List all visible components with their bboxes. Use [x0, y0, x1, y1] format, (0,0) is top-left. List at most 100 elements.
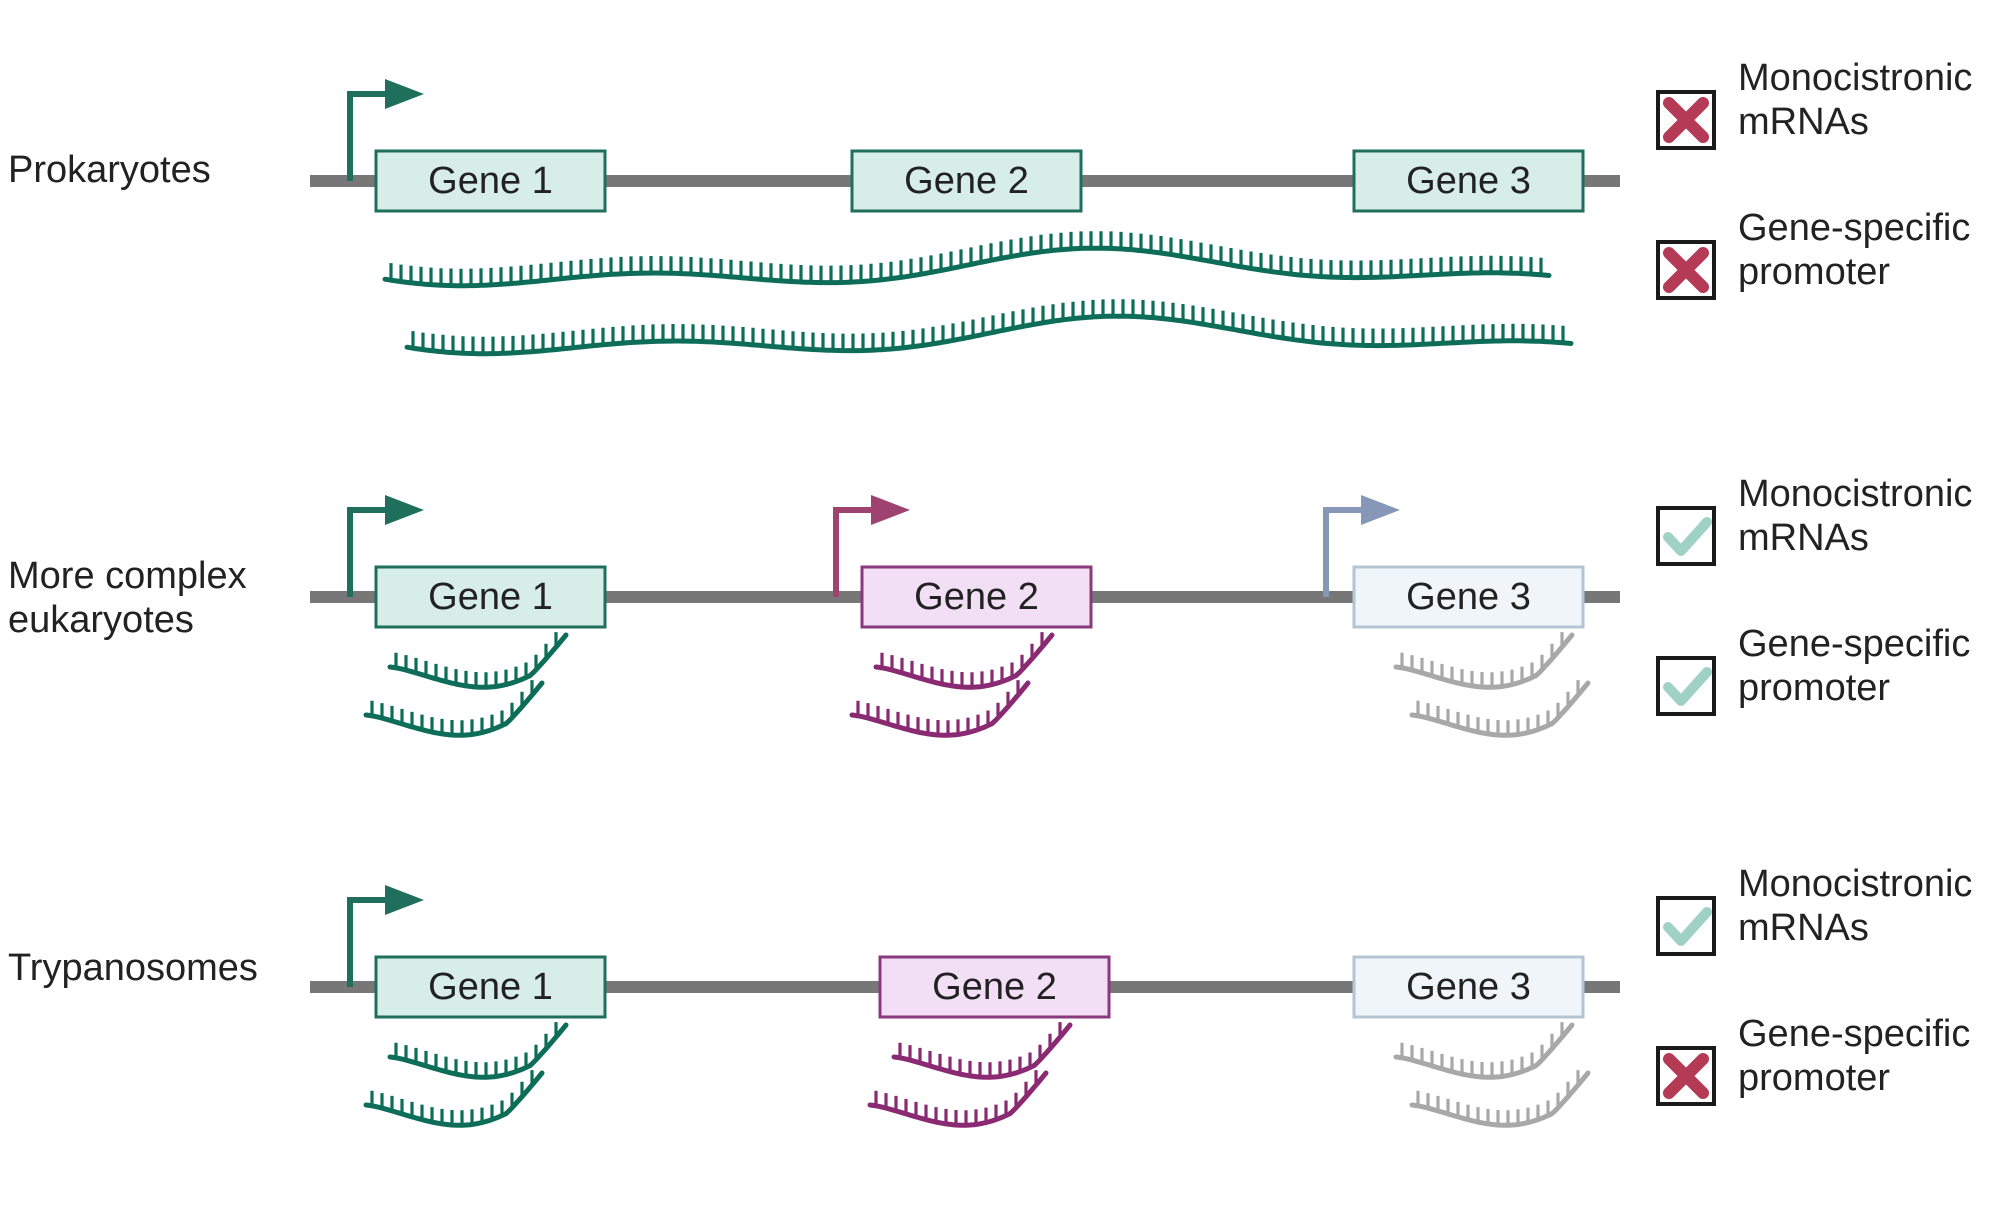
mrna-backbone — [387, 632, 569, 690]
gene-label: Gene 3 — [1406, 966, 1531, 1008]
row-label: Prokaryotes — [8, 149, 211, 191]
mrna-backbone — [1393, 632, 1575, 690]
cross-mark — [1663, 247, 1709, 293]
check-icon — [1656, 506, 1716, 566]
feature-label-line: Monocistronic — [1738, 57, 1972, 99]
monocistronic-mrna — [1409, 1070, 1591, 1128]
mrna-nucleotides — [370, 680, 534, 734]
gene-box: Gene 3 — [1352, 955, 1585, 1019]
gene-box: Gene 3 — [1352, 149, 1585, 213]
gene-label: Gene 3 — [1406, 576, 1531, 618]
gene-label: Gene 1 — [428, 160, 553, 202]
promoter-arrow-icon — [347, 79, 424, 181]
promoter-arrow-icon — [347, 885, 424, 987]
check-icon — [1656, 896, 1716, 956]
feature-label-line: Gene-specific — [1738, 207, 1970, 249]
monocistronic-mrna — [891, 1022, 1073, 1080]
monocistronic-mrna — [873, 632, 1055, 690]
mrna-backbone — [849, 680, 1031, 738]
mrna-backbone — [1409, 1070, 1591, 1128]
mrna-backbone — [363, 1070, 545, 1128]
gene-box: Gene 2 — [860, 565, 1093, 629]
gene-label: Gene 2 — [932, 966, 1057, 1008]
cross-icon — [1656, 1046, 1716, 1106]
promoter-line — [347, 91, 388, 181]
gene-box-rect — [850, 149, 1083, 213]
mrna-nucleotides — [856, 680, 1020, 734]
mrna-backbone — [867, 1070, 1049, 1128]
mrna-nucleotides — [1416, 680, 1580, 734]
promoter-line — [347, 897, 388, 987]
mrna-nucleotides — [389, 231, 1543, 284]
gene-label: Gene 2 — [914, 576, 1039, 618]
feature-label-line: Gene-specific — [1738, 623, 1970, 665]
promoter-line — [833, 507, 874, 597]
monocistronic-mrna — [363, 1070, 545, 1128]
feature-label-line: Monocistronic — [1738, 863, 1972, 905]
gene-box: Gene 2 — [878, 955, 1111, 1019]
promoter-arrowhead — [385, 885, 424, 915]
monocistronic-mrna — [1393, 632, 1575, 690]
check-mark — [1663, 517, 1712, 556]
feature-label-line: mRNAs — [1738, 101, 1869, 143]
mrna-nucleotides — [1400, 1022, 1564, 1076]
row-0: Prokaryotes Gene 1 Gene 2 Gene 3 Monocistron… — [8, 57, 1972, 357]
gene-label: Gene 3 — [1406, 160, 1531, 202]
gene-label: Gene 1 — [428, 576, 553, 618]
promoter-line — [347, 507, 388, 597]
gene-box: Gene 1 — [374, 955, 607, 1019]
mrna-backbone — [1409, 680, 1591, 738]
monocistronic-mrna — [867, 1070, 1049, 1128]
promoter-arrowhead — [1361, 495, 1400, 525]
feature-label-line: promoter — [1738, 667, 1890, 709]
monocistronic-mrna — [387, 632, 569, 690]
feature-label-line: promoter — [1738, 1057, 1890, 1099]
gene-box-rect — [1352, 565, 1585, 629]
monocistronic-mrna — [849, 680, 1031, 738]
gene-box-rect — [878, 955, 1111, 1019]
gene-box-rect — [860, 565, 1093, 629]
feature-label-line: Monocistronic — [1738, 473, 1972, 515]
feature-label-line: mRNAs — [1738, 907, 1869, 949]
gene-label: Gene 2 — [904, 160, 1029, 202]
mrna-nucleotides — [1416, 1070, 1580, 1124]
cross-icon — [1656, 240, 1716, 300]
promoter-arrowhead — [871, 495, 910, 525]
row-label-line: eukaryotes — [8, 599, 194, 641]
check-icon — [1656, 656, 1716, 716]
mrna-nucleotides — [394, 632, 558, 686]
mrna-backbone — [873, 632, 1055, 690]
gene-box-rect — [374, 149, 607, 213]
mrna-nucleotides — [394, 1022, 558, 1076]
feature-label-line: Gene-specific — [1738, 1013, 1970, 1055]
row-2: Trypanosomes Gene 1 Gene 2 Gene 3 Monocistro… — [8, 863, 1972, 1128]
row-label: Trypanosomes — [8, 947, 258, 989]
mrna-nucleotides — [898, 1022, 1062, 1076]
mrna-backbone — [891, 1022, 1073, 1080]
gene-box: Gene 3 — [1352, 565, 1585, 629]
gene-box: Gene 2 — [850, 149, 1083, 213]
cross-mark — [1663, 1053, 1709, 1099]
mrna-nucleotides — [1400, 632, 1564, 686]
gene-box-rect — [374, 565, 607, 629]
mrna-backbone — [387, 1022, 569, 1080]
gene-box-rect — [1352, 149, 1585, 213]
mrna-nucleotides — [874, 1070, 1038, 1124]
monocistronic-mrna — [1393, 1022, 1575, 1080]
gene-box: Gene 1 — [374, 565, 607, 629]
monocistronic-mrna — [363, 680, 545, 738]
mrna-nucleotides — [370, 1070, 534, 1124]
polycistronic-mrna — [382, 231, 1552, 289]
mrna-nucleotides — [880, 632, 1044, 686]
promoter-arrow-icon — [1323, 495, 1400, 597]
gene-box: Gene 1 — [374, 149, 607, 213]
row-label-line: Trypanosomes — [8, 947, 258, 989]
